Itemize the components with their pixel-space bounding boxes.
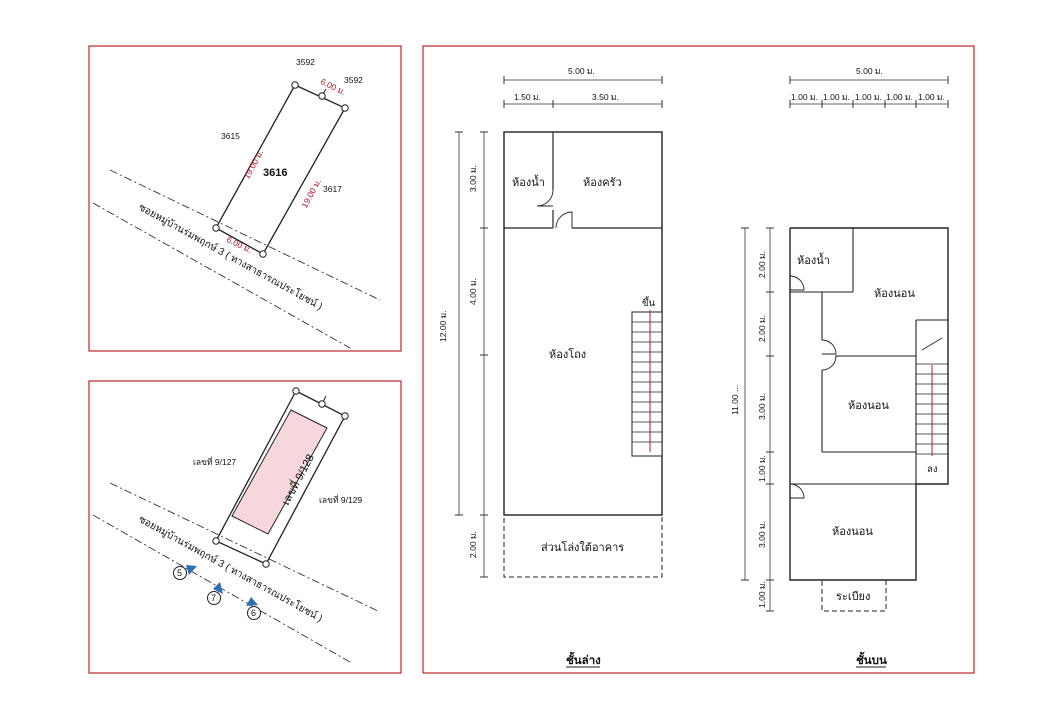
ground-floor-plan: 5.00 ม. 1.50 ม. 3.50 ม. 12.00 ม. 3.00 ม.… (438, 66, 663, 668)
view-marker-circle (173, 566, 187, 580)
view-marker-6: 6 (246, 597, 261, 620)
boundary-marker (259, 250, 267, 258)
road-name-label: ซอยหมู่บ้านร่มพฤกษ์ 3 ( ทางสาธารณประโยชน… (137, 512, 326, 624)
room-label: ห้องน้ำ (797, 252, 830, 267)
parcel-label-main: 3616 (263, 167, 287, 179)
dimension-ticks (789, 100, 949, 108)
dimension-label: 3.00 ม. (757, 521, 767, 548)
boundary-marker (318, 400, 326, 408)
door-swing-icon (789, 483, 805, 499)
dimension-label: 5.00 ม. (568, 66, 595, 76)
room-label: ส่วนโล่งใต้อาคาร (541, 540, 624, 554)
floor-plans-frame (422, 45, 975, 674)
stair-label: ลง (927, 464, 937, 475)
dimension-label: 2.00 ม. (468, 531, 478, 558)
view-marker-number: 7 (211, 593, 216, 603)
road-line (109, 169, 381, 301)
view-marker-circle (207, 591, 221, 605)
dimension-label: 1.00 ม. (757, 455, 767, 482)
upper-floor-plan: 5.00 ม. 1.00 ม. 1.00 ม. 1.00 ม. 1.00 ม. … (730, 66, 949, 668)
boundary-marker (341, 104, 349, 112)
boundary-marker (341, 412, 349, 420)
open-area-outline (503, 514, 663, 578)
road-name-label: ซอยหมู่บ้านร่มพฤกษ์ 3 ( ทางสาธารณประโยชน… (137, 200, 326, 312)
boundary-marker (291, 81, 299, 89)
neighbor-label: เลขที่ 9/129 (319, 494, 362, 505)
view-marker-7: 7 (207, 582, 223, 605)
room-label: ห้องโถง (549, 347, 586, 361)
neighbor-label: เลขที่ 9/127 (193, 456, 236, 467)
room-label: ระเบียง (836, 590, 870, 603)
dimension-label: 3.50 ม. (592, 92, 619, 102)
parcel-label: 3592 (344, 75, 363, 85)
dimension-label: 2.00 ม. (757, 251, 767, 278)
dimension-label: 1.00 ม. (823, 92, 850, 102)
dimension-label: 1.50 ม. (514, 92, 541, 102)
balcony-outline (821, 579, 887, 612)
location-plan-panel: เลขที่ 9/128 เลขที่ 9/127 เลขที่ 9/129 ซ… (88, 380, 402, 674)
staircase (631, 311, 663, 457)
view-marker-5: 5 (173, 565, 197, 580)
room-label: ห้องนอน (832, 526, 873, 538)
view-arrow-icon (186, 565, 197, 575)
view-marker-number: 6 (251, 608, 256, 618)
dimension-label: 1.00 ม. (886, 92, 913, 102)
room-label: ห้องนอน (874, 288, 915, 300)
dimension-label: 5.00 ม. (856, 66, 883, 76)
floor-title: ชั้นล่าง (566, 651, 601, 667)
location-plan-frame (88, 380, 402, 674)
door-swing-icon (555, 211, 573, 229)
parcel-label: 3617 (323, 184, 342, 194)
door-swing-icon (821, 339, 837, 355)
dimension-label: 3.00 ม. (468, 165, 478, 192)
dimension-label: 1.00 ม. (757, 581, 767, 608)
dimension-label: 4.00 ม. (468, 278, 478, 305)
dimension-label: 2.00 ม. (757, 315, 767, 342)
site-plan-frame (88, 45, 402, 352)
door-swing-icon (789, 275, 805, 291)
parcel-label: 3592 (296, 57, 315, 67)
floor-title: ชั้นบน (856, 651, 887, 667)
dimension-label: 1.00 ม. (855, 92, 882, 102)
stair-break-line (921, 337, 943, 351)
floor-plans-panel: 5.00 ม. 1.50 ม. 3.50 ม. 12.00 ม. 3.00 ม.… (422, 45, 975, 674)
dimension-label: 11.00 ... (730, 385, 740, 415)
boundary-marker (292, 387, 300, 395)
room-label: ห้องครัว (583, 177, 622, 189)
boundary-marker (212, 224, 220, 232)
room-label: ห้องนอน (848, 400, 889, 412)
door-swing-icon (821, 355, 837, 371)
boundary-marker (212, 537, 220, 545)
dimension-label: 12.00 ม. (438, 310, 448, 342)
boundary-marker (318, 92, 326, 100)
stair-treads (632, 321, 662, 443)
view-marker-number: 5 (177, 568, 182, 578)
dimension-label: 19.00 ม. (242, 148, 266, 181)
view-arrow-icon (246, 597, 258, 606)
boundary-marker (262, 560, 270, 568)
room-label: ห้องน้ำ (512, 174, 545, 189)
road-line (92, 202, 351, 349)
road-line (109, 482, 381, 613)
dimension-label: 3.00 ม. (757, 393, 767, 420)
dimension-ticks (766, 227, 774, 612)
view-marker-circle (247, 606, 261, 620)
door-swing-icon (536, 189, 554, 207)
site-plan-panel: 3592 3592 3615 3616 3617 6.00 ม. 19.00 ม… (88, 45, 402, 352)
dimension-label: 1.00 ม. (791, 92, 818, 102)
parcel-label: 3615 (221, 131, 240, 141)
dimension-label: 1.00 ม. (918, 92, 945, 102)
house-9-128 (231, 409, 328, 535)
stair-label: ขึ้น (642, 296, 655, 309)
view-arrow-icon (213, 582, 223, 594)
